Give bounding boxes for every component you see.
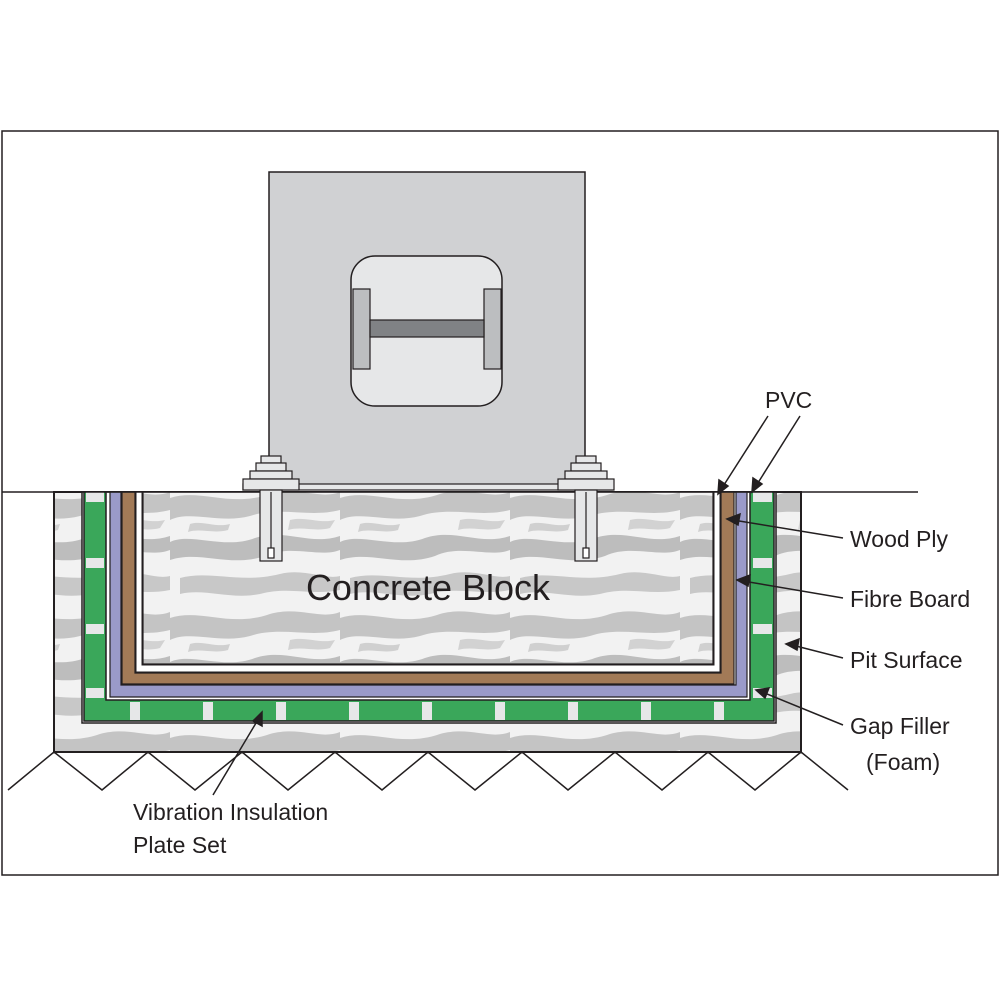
gap-filler-label-line2: (Foam): [866, 749, 940, 775]
beam-flange-left: [352, 288, 371, 370]
anchor-bolt-left: [242, 455, 300, 562]
wood-ply-label: Wood Ply: [850, 526, 949, 552]
anchor-bolt-right: [557, 455, 615, 562]
pit-surface-label: Pit Surface: [850, 647, 963, 673]
concrete-block-label: Concrete Block: [306, 567, 551, 608]
pvc-label: PVC: [765, 387, 812, 413]
plate-separators-bottom: [130, 702, 724, 720]
concrete-block: [142, 491, 714, 665]
gap-filler-label-line1: Gap Filler: [850, 713, 950, 739]
beam-web: [369, 319, 485, 338]
fibre-board-label: Fibre Board: [850, 586, 970, 612]
plate-separators-left: [86, 492, 104, 698]
leader-lines: [212, 415, 844, 796]
vibration-label-line1: Vibration Insulation: [133, 799, 328, 825]
ground-hatch: [7, 751, 849, 791]
vibration-label-line2: Plate Set: [133, 832, 227, 858]
beam-flange-right: [483, 288, 502, 370]
